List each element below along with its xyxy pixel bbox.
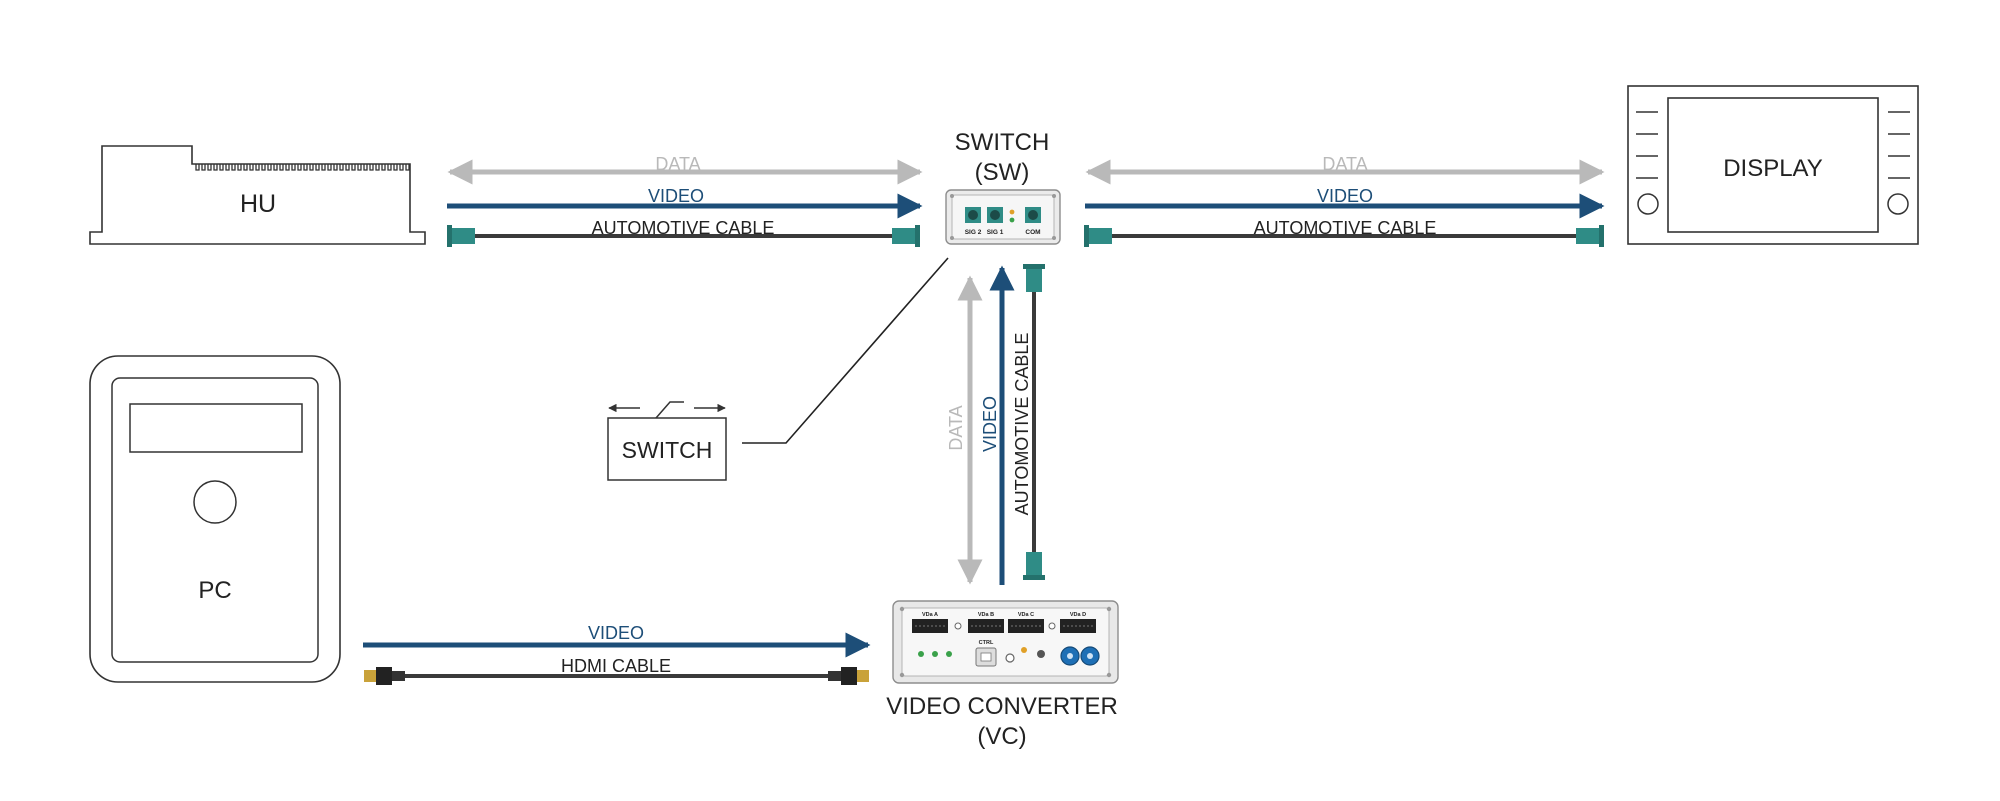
hdmi-connector-icon (828, 667, 869, 685)
hu-device: HU (89, 145, 426, 245)
video-converter-device: VDa A VDa B VDa C VDa D CTRL (886, 600, 1119, 750)
display-buttons-right (1888, 111, 1910, 179)
hdmi-connector-icon (364, 667, 405, 685)
display-screen (1667, 97, 1879, 233)
switch-leader-line (742, 257, 949, 444)
video-label: VIDEO (1317, 186, 1373, 206)
cable-label: AUTOMOTIVE CABLE (1254, 218, 1437, 238)
hu-vent-icon (195, 164, 410, 171)
vc-abbr: (VC) (977, 723, 1026, 750)
vc-port-vda: VDa A (912, 612, 948, 633)
cable-label: AUTOMOTIVE CABLE (592, 218, 775, 238)
fakra-connector-icon (892, 225, 920, 247)
svg-text:VDa A: VDa A (922, 612, 938, 618)
vc-port-vdc: VDa C (1008, 612, 1044, 633)
switch-port-sig2: SIG 2 (965, 207, 982, 236)
video-label: VIDEO (980, 396, 1000, 452)
fakra-connector-icon (1576, 225, 1604, 247)
svg-text:VDa D: VDa D (1070, 612, 1086, 618)
svg-text:VDa B: VDa B (978, 612, 994, 618)
pc-drive-bay (129, 403, 303, 453)
vc-reset-button-icon (1037, 650, 1045, 658)
switch-led-icon (1009, 209, 1015, 215)
vc-status-led-icon (1021, 647, 1027, 653)
link-pc-vc: VIDEO HDMI CABLE (363, 623, 871, 685)
svg-text:COM: COM (1025, 229, 1040, 236)
vc-port-vdb: VDa B (968, 612, 1004, 633)
vc-leds (918, 651, 952, 657)
switch-toggle-icon (655, 401, 684, 419)
switch-port-sig1: SIG 1 (987, 207, 1004, 236)
display-knob-right-icon (1887, 193, 1909, 215)
switch-port-com: COM (1025, 207, 1041, 236)
cable-label: HDMI CABLE (561, 656, 671, 676)
svg-text:SIG 1: SIG 1 (987, 229, 1004, 236)
data-label: DATA (1322, 154, 1367, 174)
switch-symbol-label: SWITCH (622, 437, 713, 463)
display-device: DISPLAY (1627, 85, 1919, 245)
link-vc-switch: DATA VIDEO AUTOMOTIVE CABLE (946, 264, 1045, 585)
display-knob-left-icon (1637, 193, 1659, 215)
svg-text:VDa C: VDa C (1018, 612, 1034, 618)
svg-text:SIG 2: SIG 2 (965, 229, 982, 236)
data-label: DATA (655, 154, 700, 174)
fakra-connector-icon (1023, 552, 1045, 580)
vc-blue-connectors (1060, 646, 1100, 666)
display-buttons-left (1636, 111, 1658, 179)
vc-port-vdd: VDa D (1060, 612, 1096, 633)
pc-device: PC (89, 355, 341, 683)
vc-title: VIDEO CONVERTER (886, 693, 1118, 720)
link-hu-switch: DATA VIDEO AUTOMOTIVE CABLE (447, 154, 923, 247)
display-label: DISPLAY (1723, 155, 1823, 182)
svg-text:CTRL: CTRL (979, 640, 994, 646)
fakra-connector-icon (1023, 264, 1045, 292)
pc-label: PC (198, 577, 231, 604)
fakra-connector-icon (1084, 225, 1112, 247)
hu-label: HU (240, 190, 276, 218)
switch-title: SWITCH (955, 129, 1050, 156)
link-switch-display: DATA VIDEO AUTOMOTIVE CABLE (1084, 154, 1605, 247)
pc-power-button-icon (193, 480, 237, 524)
switch-led-icon (1009, 217, 1015, 223)
vc-ctrl-usb-port-icon: CTRL (975, 640, 997, 667)
video-label: VIDEO (588, 623, 644, 643)
switch-abbr: (SW) (975, 159, 1030, 186)
video-label: VIDEO (648, 186, 704, 206)
cable-label: AUTOMOTIVE CABLE (1012, 333, 1032, 516)
switch-symbol: SWITCH (607, 257, 949, 481)
switch-device: SWITCH (SW) SIG 2 SIG 1 COM (945, 129, 1061, 245)
data-label: DATA (946, 405, 966, 450)
fakra-connector-icon (447, 225, 475, 247)
